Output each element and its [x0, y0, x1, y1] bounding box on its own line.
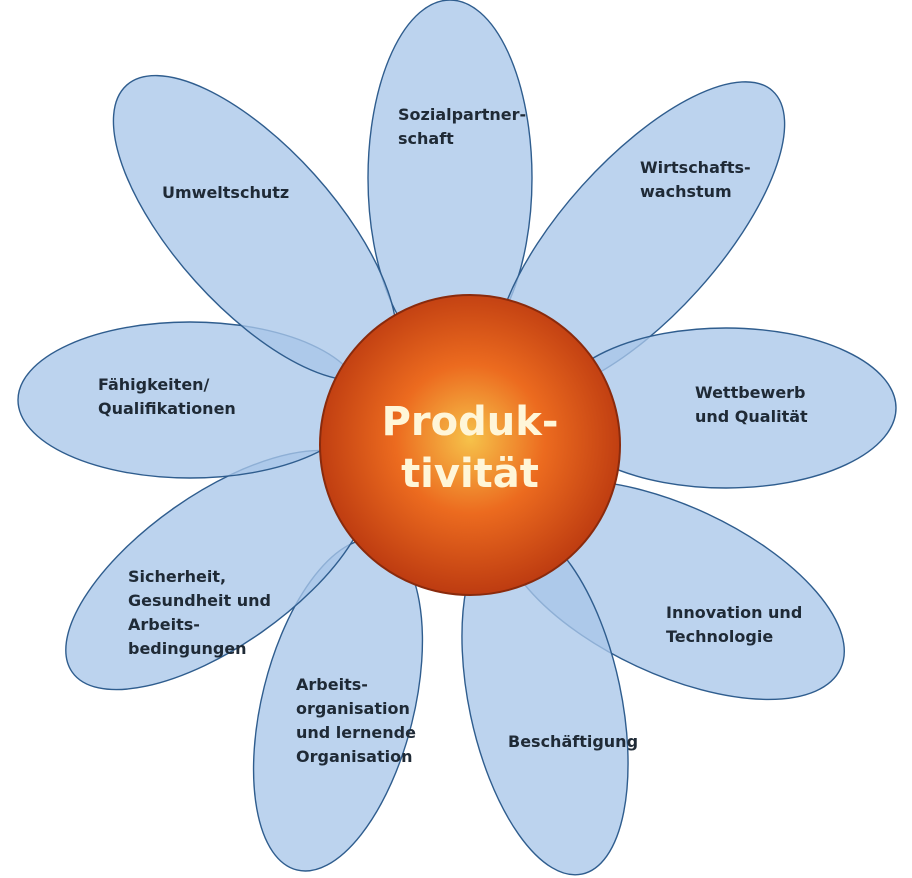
- label-line: Wirtschafts-: [640, 158, 751, 177]
- label-line: Sicherheit,: [128, 567, 226, 586]
- label-line: Qualifikationen: [98, 399, 236, 418]
- label-line: organisation: [296, 699, 410, 718]
- petal-labels: Sozialpartner-schaft Wirtschafts-wachstu…: [98, 105, 808, 766]
- label-line: Organisation: [296, 747, 412, 766]
- petal-label-faehigkeiten: Fähigkeiten/Qualifikationen: [98, 375, 236, 418]
- label-line: und lernende: [296, 723, 416, 742]
- petal-label-beschaeftigung: Beschäftigung: [508, 732, 638, 751]
- center-label: Produk-tivität: [382, 399, 559, 497]
- petal-label-wirtschaftswachstum: Wirtschafts-wachstum: [640, 158, 751, 201]
- label-line: bedingungen: [128, 639, 247, 658]
- petal-label-sozialpartnerschaft: Sozialpartner-schaft: [398, 105, 526, 148]
- petal-label-umweltschutz: Umweltschutz: [162, 183, 289, 202]
- label-line: Produk-: [382, 399, 559, 445]
- petal-group: [17, 0, 897, 876]
- petal-label-wettbewerb: Wettbewerb und Qualität: [695, 383, 808, 426]
- label-line: und Qualität: [695, 407, 808, 426]
- label-line: Fähigkeiten/: [98, 375, 210, 394]
- label-line: Beschäftigung: [508, 732, 638, 751]
- label-line: Arbeits-: [296, 675, 368, 694]
- label-line: schaft: [398, 129, 454, 148]
- label-line: Gesundheit und: [128, 591, 271, 610]
- label-line: wachstum: [640, 182, 732, 201]
- label-line: Sozialpartner-: [398, 105, 526, 124]
- label-line: Innovation und: [666, 603, 802, 622]
- label-line: Technologie: [666, 627, 773, 646]
- label-line: Umweltschutz: [162, 183, 289, 202]
- label-line: Wettbewerb: [695, 383, 806, 402]
- label-line: Arbeits-: [128, 615, 200, 634]
- label-line: tivität: [401, 451, 539, 497]
- center-circle: [319, 294, 621, 596]
